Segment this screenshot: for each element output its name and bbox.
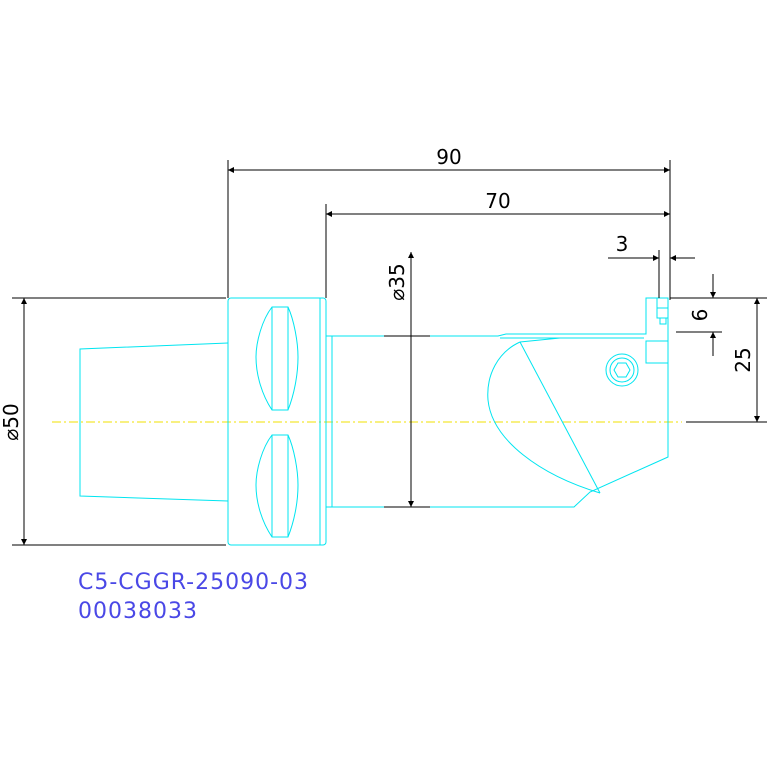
pocket-top [519, 337, 561, 343]
dimension-head-length: 70 [325, 189, 670, 298]
dimension-overall-length: 90 [227, 145, 671, 300]
dimension-tip-offset: 3 [608, 232, 695, 298]
flange-slot-lower [255, 434, 299, 538]
dimension-3-label: 3 [616, 232, 629, 256]
pocket-line [519, 341, 601, 494]
item-number: 00038033 [78, 599, 198, 624]
dimension-center-height: 25 [686, 297, 767, 423]
flange-slot-upper [255, 306, 299, 411]
dimension-50-label: ⌀50 [0, 403, 23, 441]
dimension-25-label: 25 [731, 347, 755, 372]
clamp-flange [227, 297, 327, 546]
dimension-clamp-diameter: ⌀50 [0, 297, 226, 546]
part-number: C5-CGGR-25090-03 [78, 570, 310, 595]
holder-body [326, 297, 669, 508]
dimension-shank-diameter: ⌀35 [384, 252, 430, 508]
insert-tip [645, 297, 669, 364]
taper-shank [79, 342, 229, 502]
dimension-6-label: 6 [688, 309, 712, 322]
dimension-90-label: 90 [436, 145, 461, 169]
clamp-screw-icon [605, 353, 639, 387]
dimension-tip-height: 6 [670, 274, 722, 356]
dimension-35-label: ⌀35 [385, 263, 409, 301]
dimension-70-label: 70 [485, 189, 510, 213]
pocket-curve [487, 341, 601, 494]
